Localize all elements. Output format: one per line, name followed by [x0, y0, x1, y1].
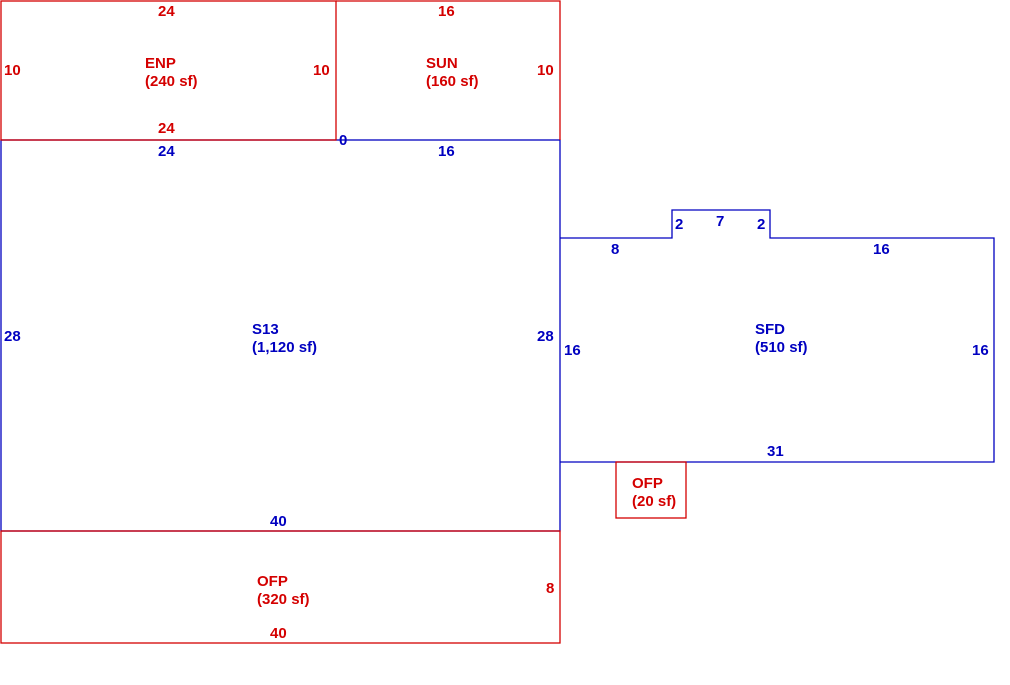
s13-size-label: (1,120 sf) [252, 339, 317, 356]
dim-s13-top-zero: 0 [339, 132, 347, 149]
ofp-small-outline [615, 461, 687, 519]
dim-sfd-bump-left: 2 [675, 216, 683, 233]
enp-name-label: ENP [145, 55, 176, 72]
sun-name-label: SUN [426, 55, 458, 72]
ofp-small-name-label: OFP [632, 475, 663, 492]
dim-sfd-bump-top: 7 [716, 213, 724, 230]
s13-outline [0, 139, 561, 532]
ofp-large-size-label: (320 sf) [257, 591, 310, 608]
dim-sfd-top-right: 16 [873, 241, 890, 258]
enp-size-label: (240 sf) [145, 73, 198, 90]
dim-s13-bottom: 40 [270, 513, 287, 530]
sfd-name-label: SFD [755, 321, 785, 338]
ofp-large-name-label: OFP [257, 573, 288, 590]
dim-sun-top: 16 [438, 3, 455, 20]
sfd-size-label: (510 sf) [755, 339, 808, 356]
dim-sfd-bump-right: 2 [757, 216, 765, 233]
dim-s13-top-right: 16 [438, 143, 455, 160]
enp-outline [0, 0, 337, 141]
dim-ofp-right: 8 [546, 580, 554, 597]
dim-ofp-bottom: 40 [270, 625, 287, 642]
dim-enp-top: 24 [158, 3, 175, 20]
dim-sfd-right: 16 [972, 342, 989, 359]
dim-enp-bottom: 24 [158, 120, 175, 137]
dim-sun-right: 10 [537, 62, 554, 79]
dim-s13-right: 28 [537, 328, 554, 345]
dim-enp-left: 10 [4, 62, 21, 79]
sfd-outline [560, 209, 995, 463]
sun-outline [336, 0, 561, 140]
s13-name-label: S13 [252, 321, 279, 338]
ofp-small-size-label: (20 sf) [632, 493, 676, 510]
dim-sfd-bottom: 31 [767, 443, 784, 460]
ofp-large-outline [0, 530, 561, 644]
dim-sfd-top-left: 8 [611, 241, 619, 258]
sun-size-label: (160 sf) [426, 73, 479, 90]
dim-sfd-left: 16 [564, 342, 581, 359]
dim-enp-right: 10 [313, 62, 330, 79]
dim-s13-left: 28 [4, 328, 21, 345]
dim-s13-top-left: 24 [158, 143, 175, 160]
